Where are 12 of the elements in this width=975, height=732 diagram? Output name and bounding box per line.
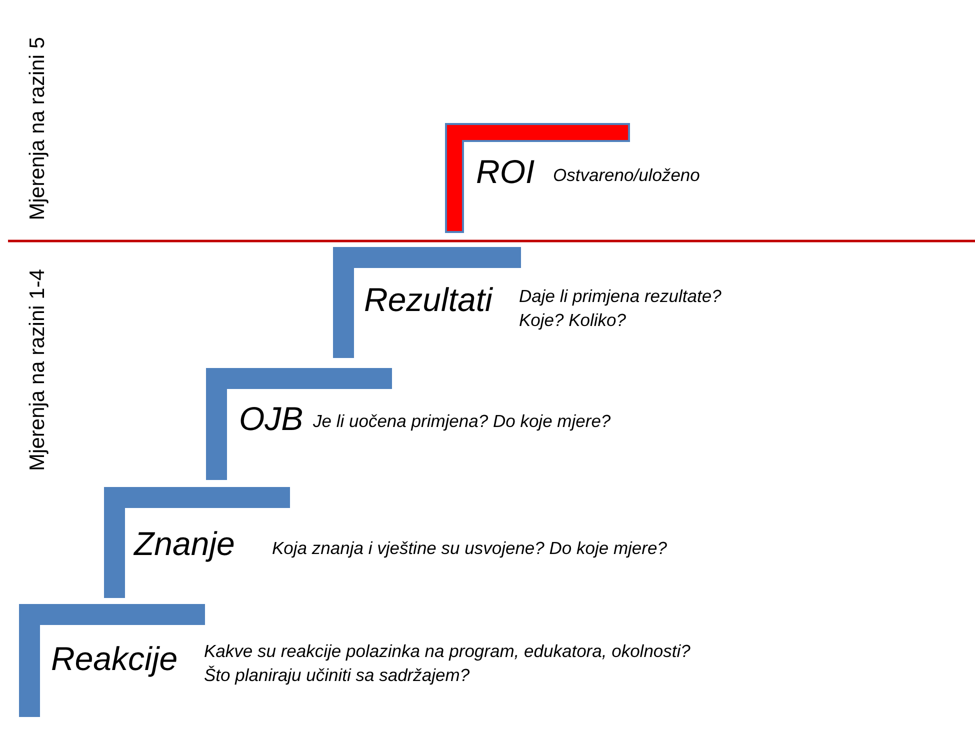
step-title: Rezultati	[364, 280, 492, 320]
step-question: Koja znanja i vještine su usvojene? Do koje mjere?	[272, 537, 667, 560]
step-title: ROI	[476, 152, 535, 192]
step-question: Daje li primjena rezultate? Koje? Koliko?	[519, 285, 722, 332]
level-label: Mjerenja na razini 5	[25, 36, 50, 220]
step-question: Je li uočena primjena? Do koje mjere?	[313, 410, 611, 433]
step-question: Kakve su reakcije polazinka na program, edukatora, okolnosti? Što planiraju učiniti sa sadržajem?	[204, 640, 692, 687]
step-title: Reakcije	[51, 639, 178, 679]
step-question: Ostvareno/uloženo	[553, 164, 700, 187]
step-title: Znanje	[134, 524, 235, 564]
step-title: OJB	[239, 399, 304, 439]
level-label: Mjerenja na razini 1-4	[25, 269, 50, 471]
